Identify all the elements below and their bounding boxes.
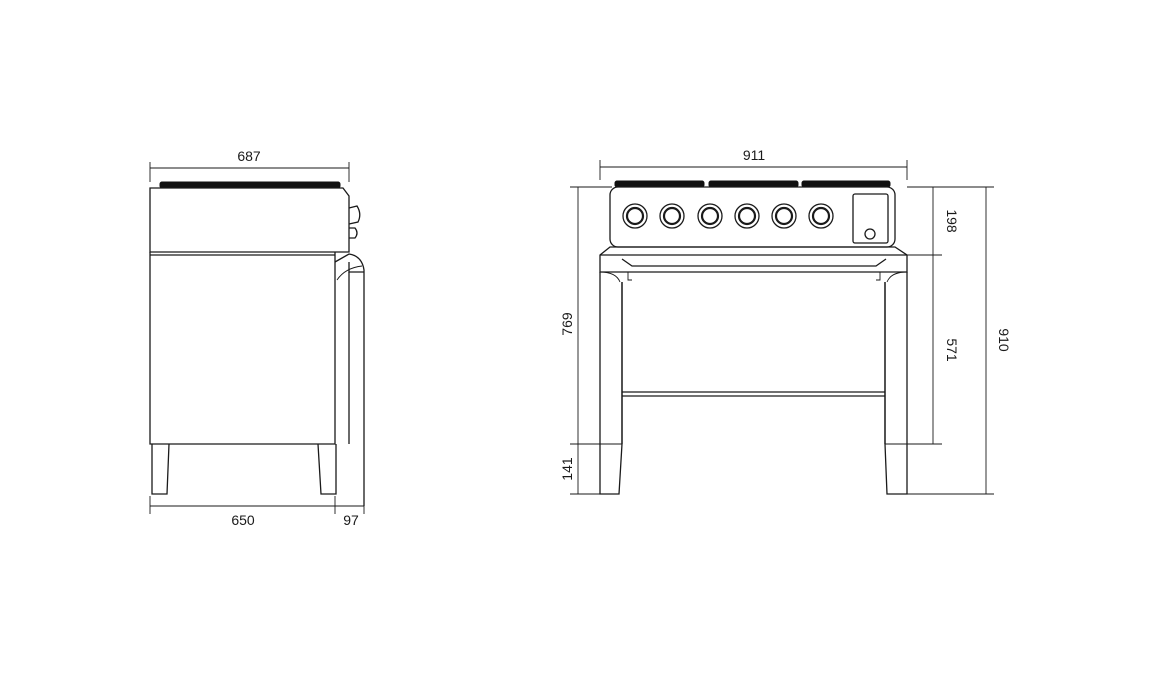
side-dimensions: 687 650 97 — [149, 148, 365, 528]
side-cooktop-body — [149, 187, 350, 253]
front-hook-left — [627, 272, 632, 281]
side-door-curve — [336, 265, 363, 281]
front-burner-left — [614, 180, 705, 188]
dim-label-141: 141 — [559, 457, 575, 481]
front-right-corner — [886, 271, 908, 283]
front-oven-lip — [621, 258, 887, 267]
front-knobs — [622, 203, 834, 229]
dim-label-198: 198 — [944, 209, 960, 233]
ignition-button-icon — [864, 228, 876, 240]
knob-2-icon — [659, 203, 685, 229]
dim-label-687: 687 — [237, 148, 261, 164]
front-frame-top — [599, 246, 908, 273]
front-view — [599, 180, 908, 495]
knob-5-icon — [771, 203, 797, 229]
front-leg-left — [599, 272, 623, 495]
dim-label-910: 910 — [996, 328, 1012, 352]
side-knob-lower — [349, 227, 358, 239]
front-burner-center — [708, 180, 799, 188]
front-leg-right — [884, 272, 908, 495]
side-leg-rear — [151, 443, 170, 495]
side-knob-upper — [348, 205, 361, 225]
side-oven-body — [149, 252, 336, 445]
knob-4-icon — [734, 203, 760, 229]
knob-6-icon — [808, 203, 834, 229]
dim-label-769: 769 — [559, 312, 575, 336]
knob-3-icon — [697, 203, 723, 229]
dim-label-650: 650 — [231, 512, 255, 528]
front-left-corner — [599, 271, 621, 283]
front-burner-right — [801, 180, 891, 188]
knob-1-icon — [622, 203, 648, 229]
dim-label-97: 97 — [343, 512, 359, 528]
side-leg-front — [317, 443, 337, 495]
dim-label-571: 571 — [944, 338, 960, 362]
dim-label-911: 911 — [743, 147, 766, 163]
front-hook-right — [876, 272, 881, 281]
front-dimensions: 911 769 141 198 571 910 — [559, 147, 1012, 495]
side-burner-grate — [159, 181, 341, 189]
side-view — [149, 181, 365, 506]
front-display-module — [852, 193, 889, 244]
